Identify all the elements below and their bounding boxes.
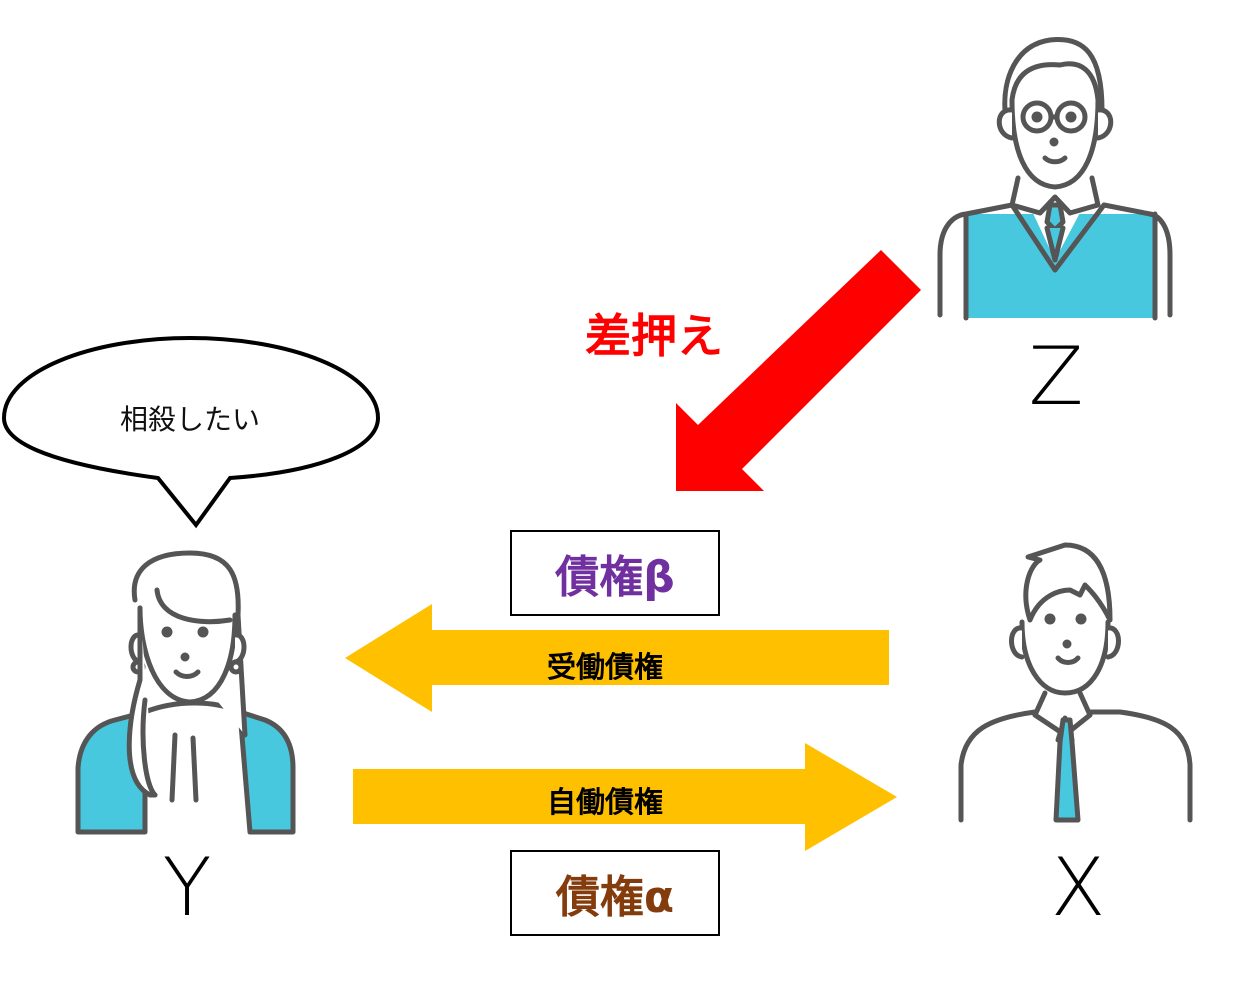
claim-alpha-box: 債権α <box>510 850 720 936</box>
person-z-illustration <box>937 36 1173 321</box>
person-x-label: X <box>1050 841 1106 934</box>
passive-claim-label: 受働債権 <box>546 650 663 684</box>
speech-bubble <box>1 335 381 529</box>
person-x-illustration <box>958 542 1193 823</box>
seizure-arrow <box>676 250 921 491</box>
claim-beta-label: 債権β <box>555 552 675 603</box>
seizure-label: 差押え <box>585 309 723 363</box>
person-y-label: Y <box>162 841 212 934</box>
active-claim-label: 自働債権 <box>546 785 663 819</box>
active-claim-arrow <box>353 743 897 851</box>
claim-alpha-label: 債権α <box>555 872 675 923</box>
person-y-illustration <box>75 550 296 835</box>
speech-bubble-text: 相殺したい <box>119 403 260 436</box>
person-z-label: Z <box>1028 330 1084 423</box>
passive-claim-arrow <box>345 604 889 712</box>
claim-beta-box: 債権β <box>510 530 720 616</box>
